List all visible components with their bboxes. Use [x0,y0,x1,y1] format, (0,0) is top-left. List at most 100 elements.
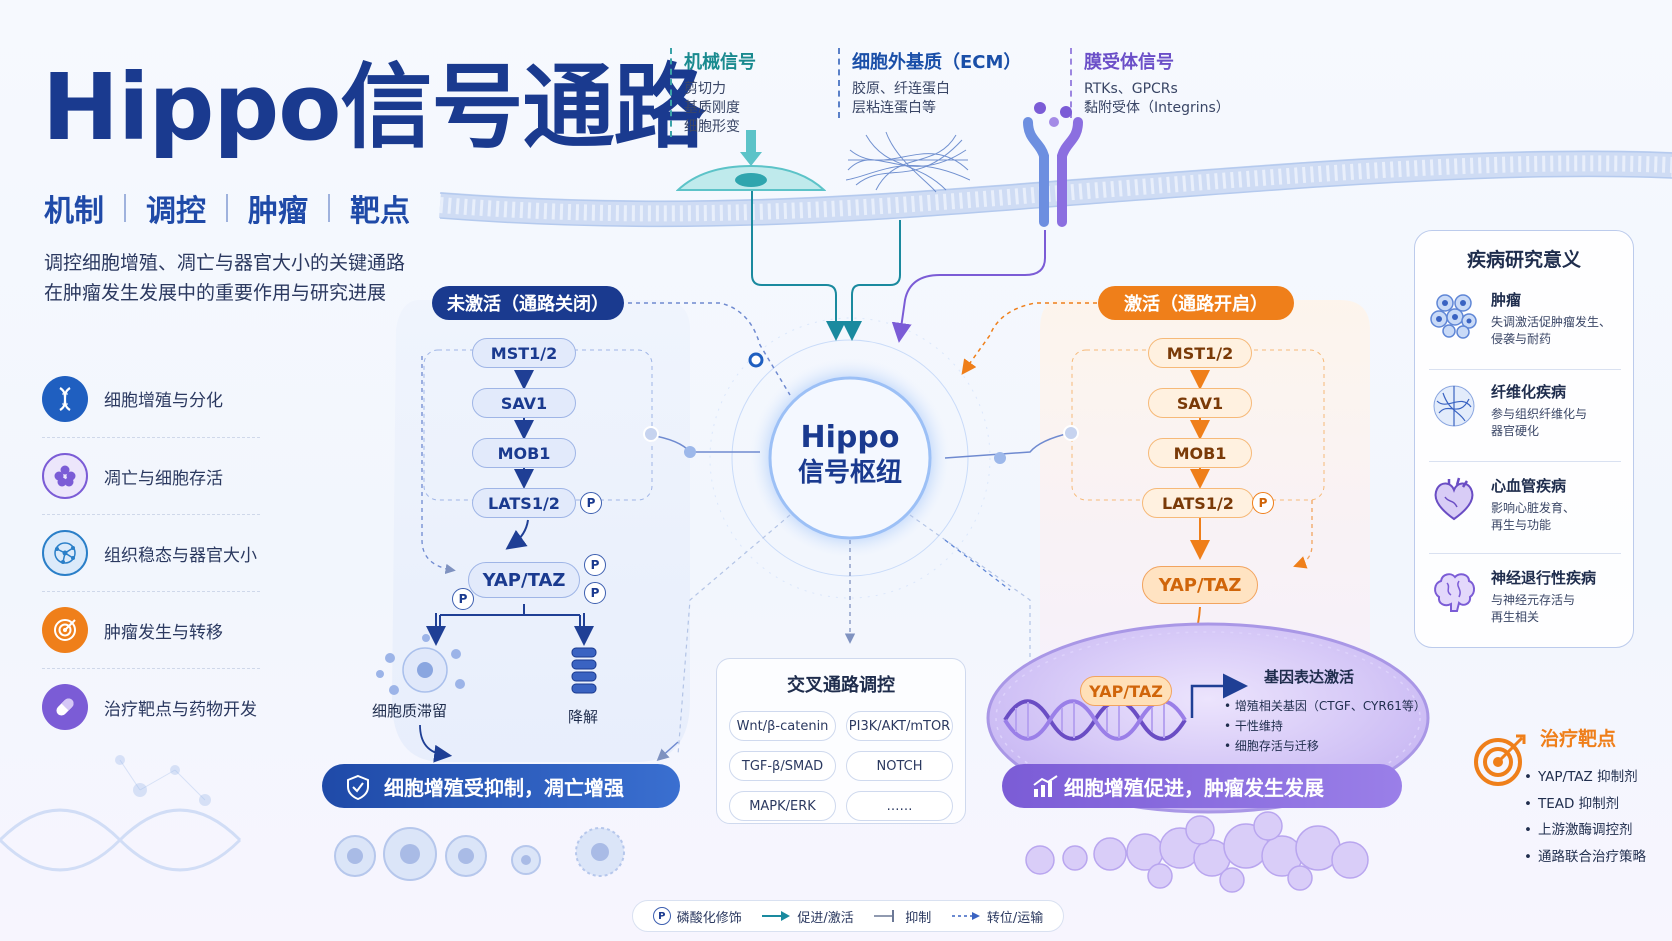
function-item: 细胞增殖与分化 [42,360,260,437]
disease-item-title: 神经退行性疾病 [1491,569,1597,587]
signal-title: 膜受体信号 [1084,52,1174,73]
crosstalk-item-more: …… [846,791,953,821]
inactive-banner: 细胞增殖受抑制，凋亡增强 [322,764,680,808]
signal-receptor: 膜受体信号 RTKs、GPCRs 黏附受体（Integrins） [1070,48,1230,118]
phospho-badge: P [584,582,606,604]
page-title: Hippo信号通路 [42,54,705,161]
phospho-badge: P [580,492,602,514]
legend-label: 转位/运输 [986,910,1044,926]
phospho-badge: P [584,554,606,576]
phospho-badge: P [1252,492,1274,514]
membrane-receptor-icon [1023,102,1083,227]
signal-line: 剪切力 [684,81,726,97]
cell-cluster-icon [42,453,88,499]
dna-icon [42,375,88,422]
disease-item-text: 影响心脏发育、 [1491,501,1576,515]
cell-cluster-right [1025,811,1369,893]
inactive-node-sav1: SAV1 [472,388,576,418]
disease-panel: 疾病研究意义 肿瘤 失调激活促肿瘤发生、 侵袭与耐药 纤维化疾病 参与组织纤维化… [1414,230,1634,648]
signal-line: RTKs、GPCRs [1084,81,1178,97]
active-header: 激活（通路开启） [1098,286,1294,320]
legend-phospho: P 磷酸化修饰 [652,907,742,926]
inhibit-icon [874,910,895,922]
signal-mechanical: 机械信号 剪切力 基质刚度 细胞形变 [670,48,756,137]
signal-line: 层粘连蛋白等 [852,100,936,116]
disease-item-text: 器官硬化 [1491,424,1540,438]
disease-item-title: 纤维化疾病 [1491,383,1567,401]
subtitle: 机制 调控 肿瘤 靶点 [44,186,410,230]
signal-ecm: 细胞外基质（ECM） 胶原、纤连蛋白 层粘连蛋白等 [838,48,1021,118]
capsule-icon [42,684,88,730]
hippo-hub: Hippo 信号枢纽 [750,420,950,490]
subtitle-mechanism: 机制 [44,194,104,229]
active-banner-text: 细胞增殖促进，肿瘤发生发展 [1064,775,1324,800]
ecm-fiber-icon [846,131,970,193]
disease-item-text: 失调激活促肿瘤发生、 [1491,315,1612,329]
inactive-header: 未激活（通路关闭） [432,286,624,320]
flattened-cell-icon [676,130,826,191]
subtitle-target: 靶点 [350,194,410,229]
cell-membrane [439,150,1672,228]
target-item: 上游激酶调控剂 [1524,817,1646,844]
description-line: 在肿瘤发生发展中的重要作用与研究进展 [44,282,387,304]
crosstalk-panel: 交叉通路调控 Wnt/β-catenin PI3K/AKT/mTOR TGF-β… [716,658,966,824]
hub-title: Hippo [800,420,900,455]
disease-item-text: 与神经元存活与 [1491,593,1576,607]
active-banner: 细胞增殖促进，肿瘤发生发展 [1002,764,1402,808]
tumor-cells-icon [1430,294,1477,339]
signal-title: 细胞外基质（ECM） [852,52,1022,73]
disease-item: 神经退行性疾病 与神经元存活与 再生相关 [1429,567,1621,626]
legend-inhibit: 抑制 [873,907,931,926]
brain-icon [1434,573,1475,612]
growth-chart-icon [1033,775,1058,797]
disease-title: 疾病研究意义 [1466,249,1581,271]
inactive-banner-text: 细胞增殖受抑制，凋亡增强 [384,775,624,800]
phospho-badge: P [452,588,474,610]
signal-line: 黏附受体（Integrins） [1084,100,1230,116]
crosstalk-item-mapk: MAPK/ERK [729,791,836,821]
function-item: 肿瘤发生与转移 [42,591,260,668]
signal-line: 胶原、纤连蛋白 [852,81,950,97]
subtitle-regulation: 调控 [146,194,206,229]
disease-item: 肿瘤 失调激活促肿瘤发生、 侵袭与耐药 [1429,289,1621,348]
active-node-sav1: SAV1 [1148,388,1252,418]
subtitle-tumor: 肿瘤 [248,194,308,229]
inactive-node-mst: MST1/2 [472,338,576,368]
legend: P 磷酸化修饰 促进/激活 抑制 转位/运输 [632,900,1064,932]
phospho-symbol: P [652,907,671,925]
disease-item: 心血管疾病 影响心脏发育、 再生与功能 [1429,475,1621,534]
signal-title: 机械信号 [684,52,756,73]
crosstalk-item-pi3k: PI3K/AKT/mTOR [846,711,953,741]
active-node-yaptaz: YAP/TAZ [1142,566,1258,604]
legend-label: 磷酸化修饰 [676,910,742,926]
proteasome-icon [571,647,597,694]
cytoplasm-retention-icon [376,634,465,695]
target-icon [42,607,88,653]
function-label: 细胞增殖与分化 [104,391,223,411]
bullseye-icon [1474,734,1526,786]
description: 调控细胞增殖、凋亡与器官大小的关键通路 在肿瘤发生发展中的重要作用与研究进展 [44,248,405,308]
crosstalk-item-tgf: TGF-β/SMAD [729,751,836,781]
inactive-node-yaptaz: YAP/TAZ [468,562,580,598]
function-item: 治疗靶点与药物开发 [42,668,260,745]
disease-item-title: 心血管疾病 [1491,477,1567,495]
gene-item: 干性维持 [1224,716,1426,736]
hub-subtitle: 信号枢纽 [797,458,902,488]
description-line: 调控细胞增殖、凋亡与器官大小的关键通路 [44,252,406,274]
signal-line: 基质刚度 [684,100,740,116]
outcome-retention: 细胞质滞留 [372,702,448,720]
disease-item: 纤维化疾病 参与组织纤维化与 器官硬化 [1429,381,1621,440]
fibrosis-icon [1433,385,1475,427]
disease-item-text: 侵袭与耐药 [1491,332,1552,346]
legend-label: 促进/激活 [797,910,854,926]
crosstalk-item-wnt: Wnt/β-catenin [729,711,836,741]
gene-item: 增殖相关基因（CTGF、CYR61等） [1224,696,1426,716]
function-item: 组织稳态与器官大小 [42,514,260,591]
gene-list: 增殖相关基因（CTGF、CYR61等） 干性维持 细胞存活与迁移 [1224,696,1426,756]
tissue-network-icon [42,530,88,576]
arrow-icon [762,911,791,921]
nucleus-yaptaz: YAP/TAZ [1080,676,1172,706]
cell-row-left [334,827,625,881]
signal-line: 细胞形变 [684,119,740,135]
